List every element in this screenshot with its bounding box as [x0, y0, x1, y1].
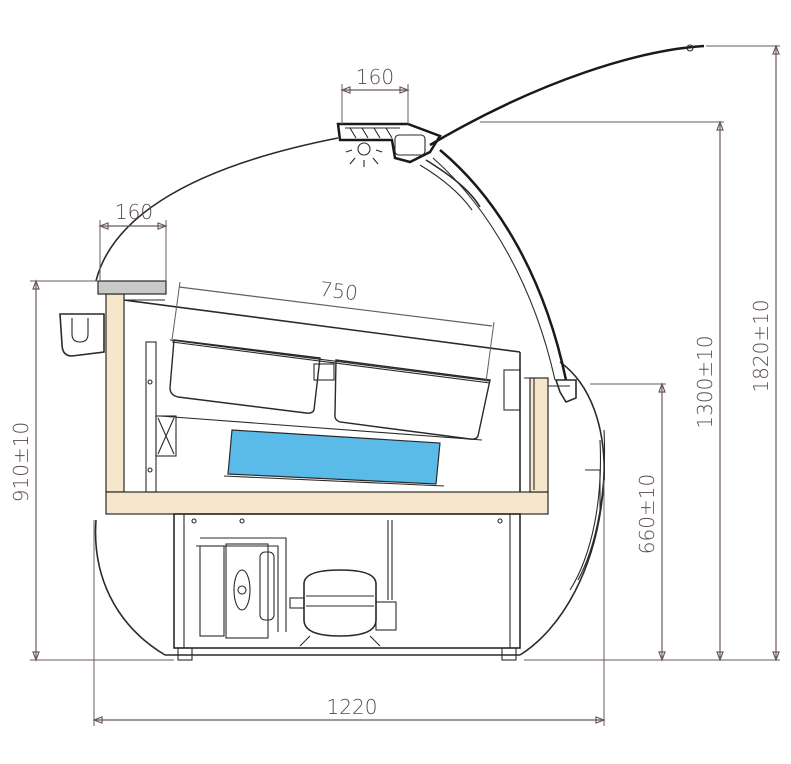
compressor-icon [289, 569, 397, 647]
inner-well [123, 299, 535, 493]
dim-total-depth: 1220 [327, 695, 378, 719]
dim-pan-length: 750 [318, 277, 359, 305]
dimension-lines [30, 44, 780, 726]
dim-shelf-width: 160 [115, 200, 153, 224]
machine-compartment [173, 513, 521, 661]
rear-holder [59, 313, 105, 357]
front-fitting [548, 379, 577, 403]
curved-glass [419, 44, 705, 381]
evaporator [155, 415, 483, 487]
dim-total-height: 1820±10 [749, 299, 773, 392]
lamp-icon [345, 142, 383, 167]
gastronorm-pans [169, 339, 491, 440]
dim-deck-height: 660±10 [635, 474, 659, 554]
top-canopy [336, 122, 442, 164]
dim-glass-height: 1300±10 [693, 335, 717, 428]
dim-top-light-width: 160 [356, 65, 394, 89]
condenser-fan-icon [199, 543, 275, 639]
dim-counter-height: 910±10 [9, 422, 33, 502]
top-shelf [97, 280, 167, 295]
